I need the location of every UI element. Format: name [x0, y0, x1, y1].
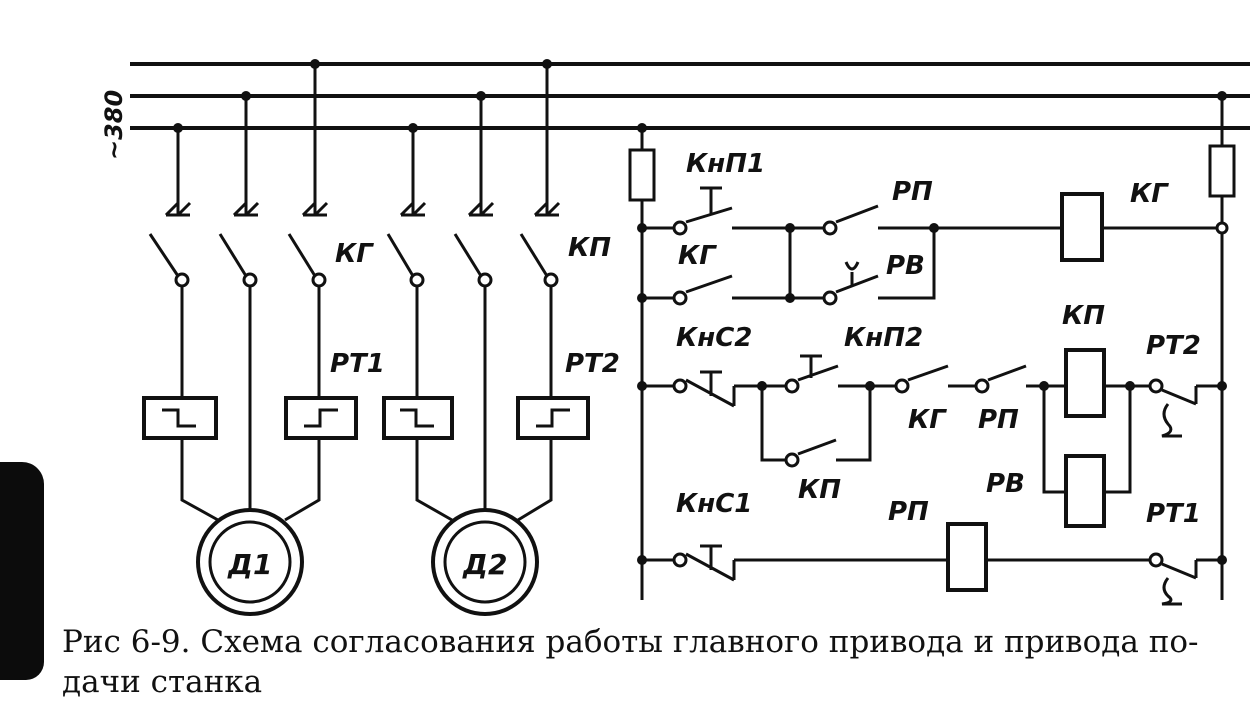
- kns2-label: КнС2: [676, 323, 752, 353]
- rp-coil: [946, 522, 988, 592]
- rt1-heater-label: РТ1: [330, 349, 385, 379]
- rt1-ctrl-label: РТ1: [1146, 499, 1201, 529]
- kp-power-contacts-label: КП: [568, 233, 611, 263]
- figure-caption-continued: дачи станка: [62, 664, 263, 700]
- kp-coil: [1064, 348, 1106, 418]
- rv-row2-label: РВ: [886, 251, 925, 281]
- motor-d2: [431, 508, 539, 616]
- knp1-label: КнП1: [686, 149, 765, 179]
- kns1-button-icon: [700, 544, 722, 570]
- scan-smudge: [0, 462, 44, 680]
- circuit-diagram: ~380: [100, 59, 1250, 616]
- fuse-left: [628, 148, 656, 202]
- power-section: КГ КП РТ1 РТ2 Д1: [142, 59, 620, 616]
- rv-timer-icon: [844, 261, 860, 286]
- motor-d1-label: Д1: [227, 548, 272, 581]
- kg-row2-label: КГ: [678, 241, 717, 271]
- kg-coil-label: КГ: [1130, 179, 1169, 209]
- rv-coil-label: РВ: [986, 469, 1025, 499]
- knp2-label: КнП2: [844, 323, 923, 353]
- rp-coil-label: РП: [888, 497, 929, 527]
- kp-coil-label: КП: [1062, 301, 1105, 331]
- kns1-label: КнС1: [676, 489, 752, 519]
- rt2-ctrl-label: РТ2: [1146, 331, 1201, 361]
- kg-coil: [1060, 192, 1104, 262]
- rp-row1-label: РП: [892, 177, 933, 207]
- thermal-heaters: [142, 396, 590, 440]
- rt2-thermal-icon: [1161, 403, 1182, 438]
- rt1-thermal-icon: [1161, 577, 1182, 606]
- kp-hold-label: КП: [798, 475, 841, 505]
- rt2-heater-label: РТ2: [565, 349, 620, 379]
- motor-d2-label: Д2: [462, 548, 507, 581]
- supply-bus: [130, 62, 1250, 130]
- contactor-blades: [148, 233, 559, 288]
- rv-coil: [1064, 454, 1106, 528]
- kg-power-contacts-label: КГ: [335, 239, 374, 269]
- rp-row3-label: РП: [978, 405, 1019, 435]
- arc-chute-symbols: [164, 201, 561, 217]
- kg-row3-label: КГ: [908, 405, 947, 435]
- knp2-button-icon: [800, 354, 822, 378]
- figure-caption: Рис 6-9. Схема согласования работы главн…: [62, 624, 1199, 660]
- fuse-right: [1208, 144, 1236, 198]
- kns2-button-icon: [700, 370, 722, 396]
- control-section: КнП1 РП КГ КГ РВ: [628, 91, 1236, 606]
- knp1-button-icon: [700, 186, 722, 214]
- supply-voltage-label: ~380: [100, 90, 128, 160]
- motor-d1: [196, 508, 304, 616]
